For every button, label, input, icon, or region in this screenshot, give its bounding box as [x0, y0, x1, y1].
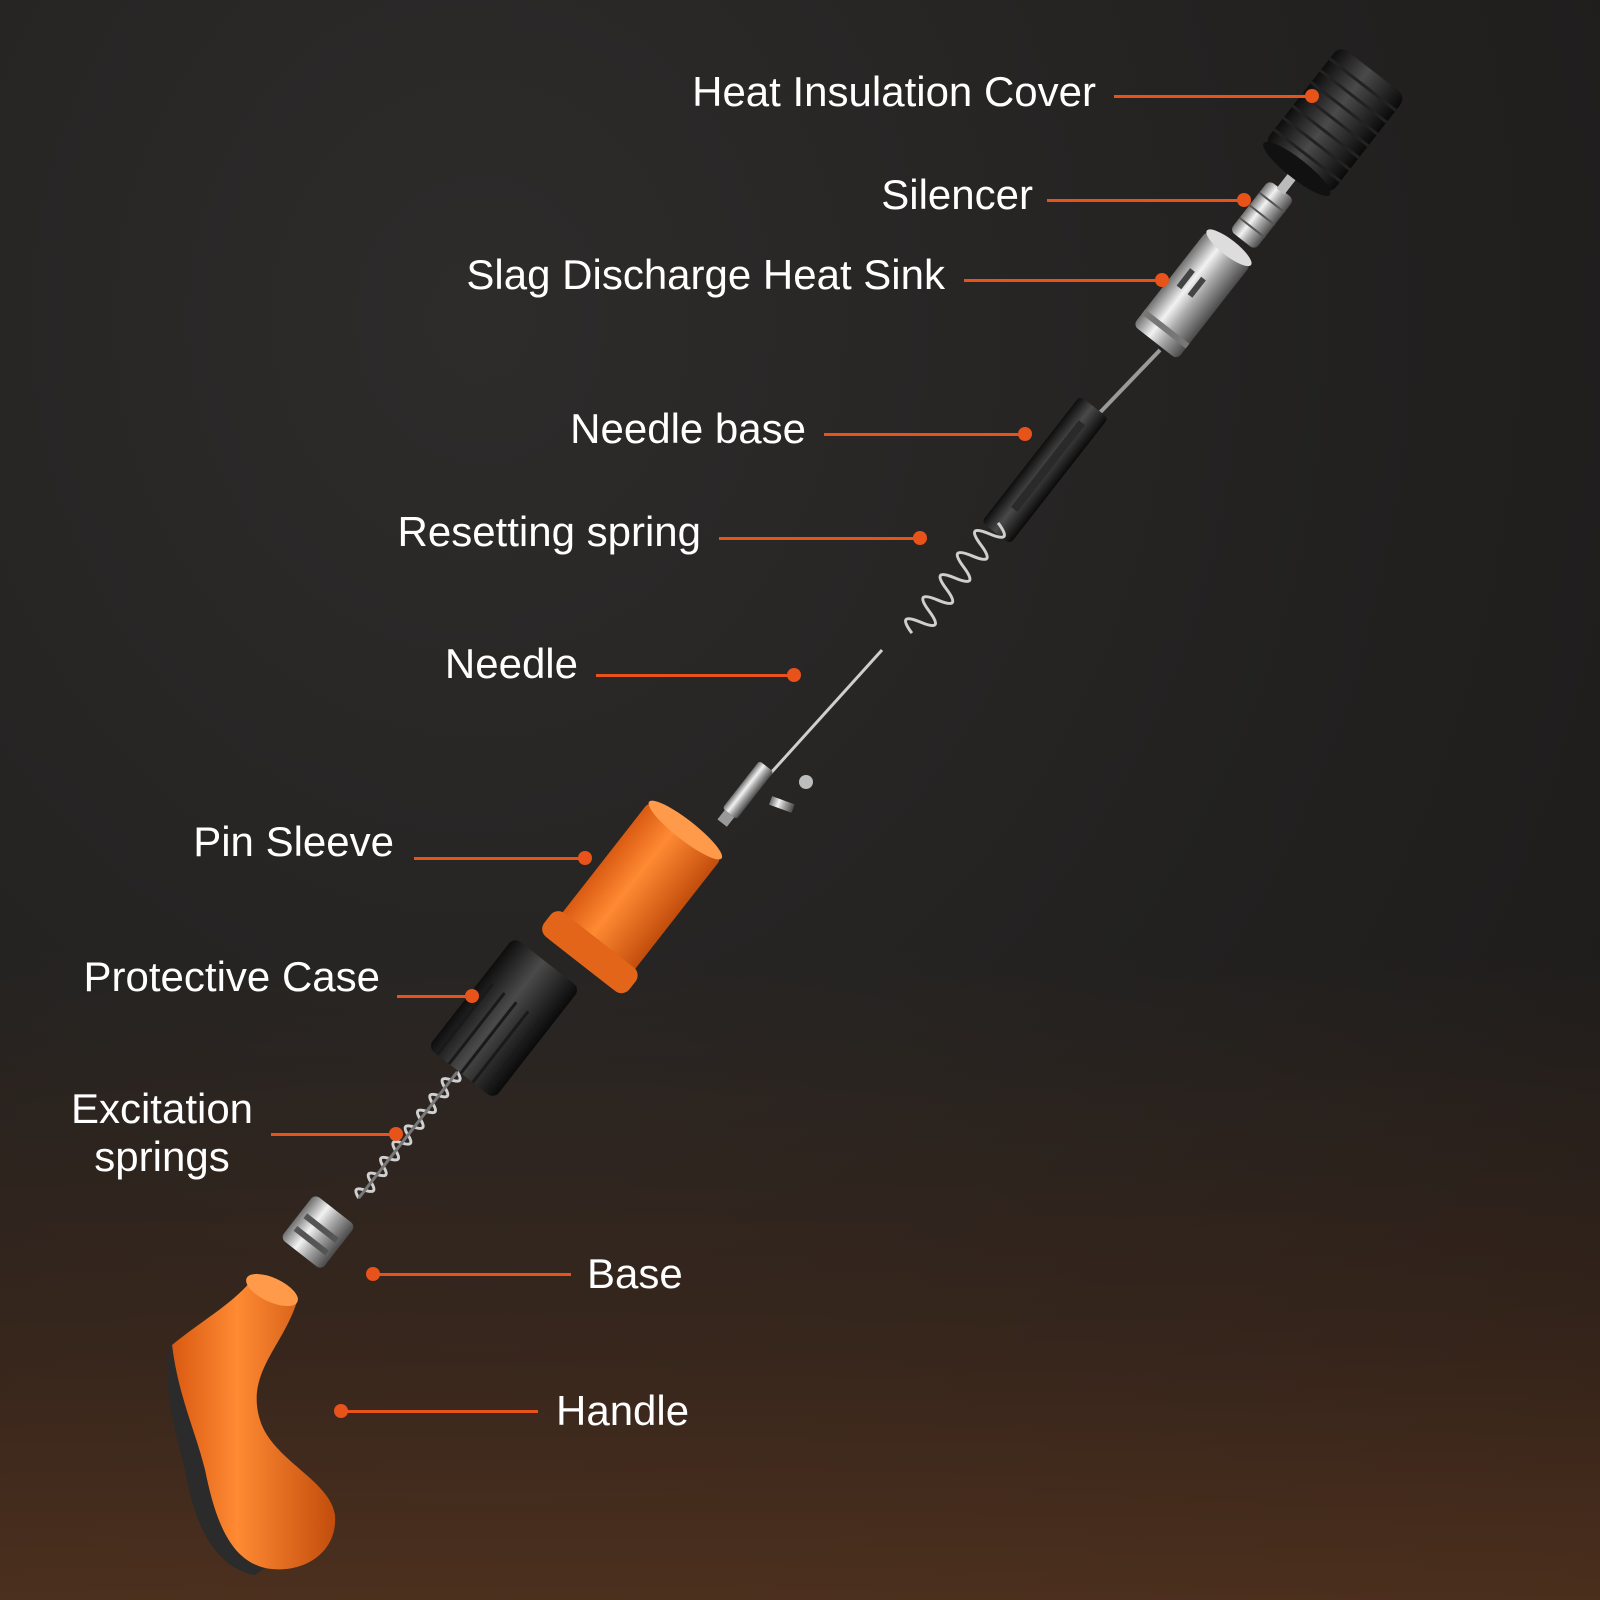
leader-silencer	[1047, 199, 1242, 202]
leader-needle-base	[824, 433, 1024, 436]
leader-excitation-springs	[271, 1133, 396, 1136]
label-pin-sleeve: Pin Sleeve	[193, 818, 394, 866]
leader-pin-sleeve	[414, 857, 586, 860]
leader-dot-silencer	[1237, 193, 1251, 207]
leader-dot-slag-discharge-heat-sink	[1155, 273, 1169, 287]
label-needle-base: Needle base	[570, 405, 806, 453]
heat-insulation-cover-part	[1258, 45, 1407, 202]
leader-slag-discharge-heat-sink	[964, 279, 1160, 282]
label-excitation-springs-line1: Excitation	[62, 1085, 262, 1133]
label-excitation-springs-line2: springs	[62, 1133, 262, 1181]
label-needle: Needle	[445, 640, 578, 688]
leader-dot-pin-sleeve	[578, 851, 592, 865]
label-heat-insulation-cover: Heat Insulation Cover	[692, 68, 1096, 116]
leader-dot-excitation-springs	[389, 1127, 403, 1141]
leader-needle	[596, 674, 796, 677]
leader-heat-insulation-cover	[1114, 95, 1310, 98]
leader-base	[376, 1273, 571, 1276]
leader-dot-protective-case	[465, 989, 479, 1003]
label-base: Base	[587, 1250, 683, 1298]
handle-part	[168, 1267, 336, 1575]
pin-sleeve-part	[538, 789, 734, 997]
protective-case-part	[428, 937, 580, 1099]
label-handle: Handle	[556, 1387, 689, 1435]
silencer-part	[1230, 167, 1304, 250]
leader-handle	[344, 1410, 538, 1413]
label-resetting-spring: Resetting spring	[398, 508, 702, 556]
leader-dot-resetting-spring	[913, 531, 927, 545]
base-part	[280, 1194, 355, 1270]
label-silencer: Silencer	[881, 171, 1033, 219]
leader-resetting-spring	[719, 537, 920, 540]
needle-base-part	[982, 396, 1109, 544]
slag-discharge-heat-sink-part	[1133, 224, 1256, 359]
leader-dot-needle	[787, 668, 801, 682]
leader-dot-heat-insulation-cover	[1305, 89, 1319, 103]
label-slag-discharge-heat-sink: Slag Discharge Heat Sink	[466, 251, 945, 299]
label-protective-case: Protective Case	[84, 953, 380, 1001]
leader-dot-needle-base	[1018, 427, 1032, 441]
label-excitation-springs: Excitation springs	[62, 1085, 262, 1181]
